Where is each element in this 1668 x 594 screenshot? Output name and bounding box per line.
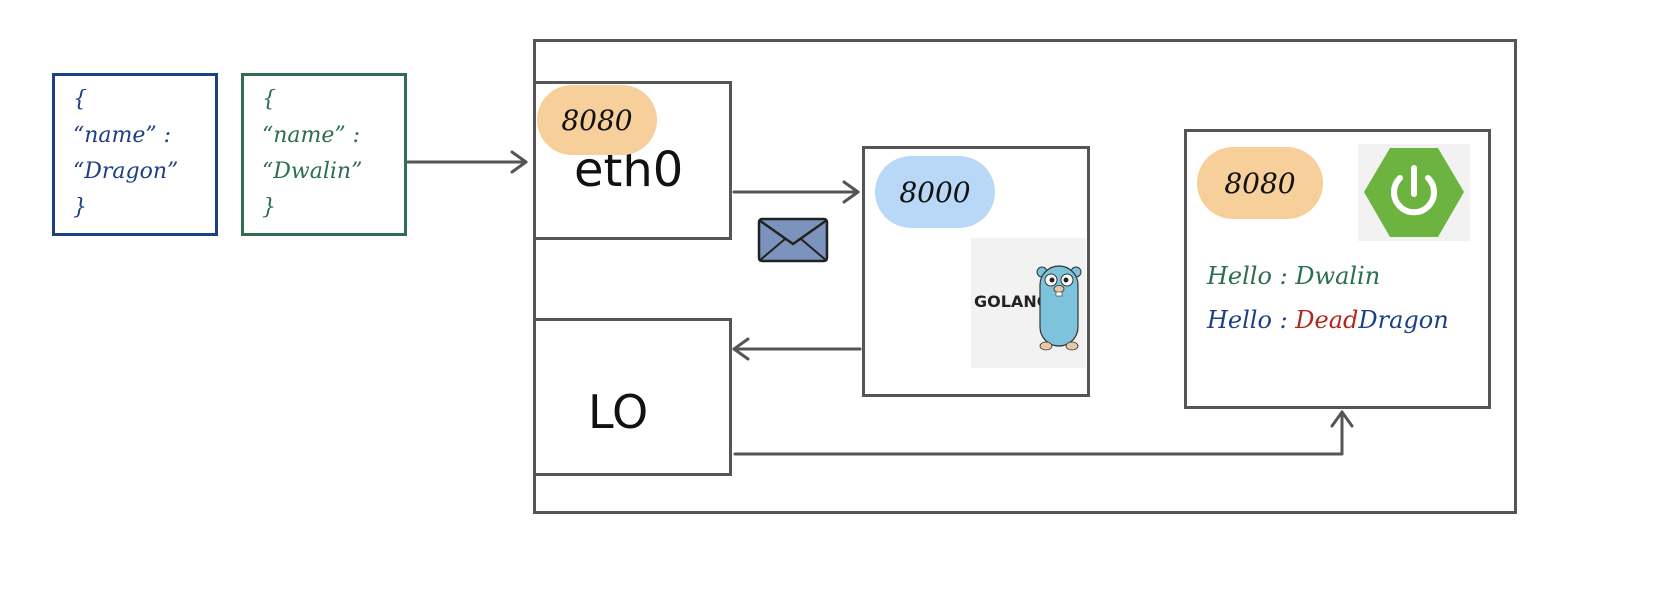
payload-value: “Dwalin” bbox=[262, 159, 363, 184]
spring-port-badge: 8080 bbox=[1197, 147, 1323, 219]
payload-close-brace: } bbox=[73, 195, 87, 220]
gopher-icon bbox=[1036, 265, 1082, 351]
greeting-prefix: Hello : bbox=[1207, 306, 1296, 334]
payload-open-brace: { bbox=[73, 87, 87, 112]
lo-label: LO bbox=[588, 385, 649, 439]
greeting-name: Dragon bbox=[1358, 306, 1449, 334]
payload-dragon-box: { “name” : “Dragon” } bbox=[52, 73, 218, 236]
greeting-line-dwalin: Hello : Dwalin bbox=[1207, 262, 1380, 290]
payload-close-brace: } bbox=[262, 195, 276, 220]
lo-interface-box bbox=[533, 318, 732, 476]
payload-key: “name” : bbox=[73, 123, 172, 148]
payload-dwalin-box: { “name” : “Dwalin” } bbox=[241, 73, 407, 236]
golang-logo-text: GOLANG bbox=[974, 292, 1050, 311]
arrow-lo-to-spring bbox=[733, 410, 1344, 456]
greeting-prefix: Hello : bbox=[1207, 262, 1296, 290]
greeting-line-deaddragon: Hello : DeadDragon bbox=[1207, 306, 1449, 334]
greeting-highlight: Dead bbox=[1295, 306, 1359, 334]
spring-boot-power-icon bbox=[1364, 148, 1464, 237]
envelope-icon bbox=[757, 217, 829, 263]
payload-value: “Dragon” bbox=[73, 159, 179, 184]
eth0-port-badge: 8080 bbox=[537, 85, 657, 155]
greeting-name: Dwalin bbox=[1295, 262, 1381, 290]
payload-key: “name” : bbox=[262, 123, 361, 148]
payload-open-brace: { bbox=[262, 87, 276, 112]
go-port-badge: 8000 bbox=[875, 156, 995, 228]
